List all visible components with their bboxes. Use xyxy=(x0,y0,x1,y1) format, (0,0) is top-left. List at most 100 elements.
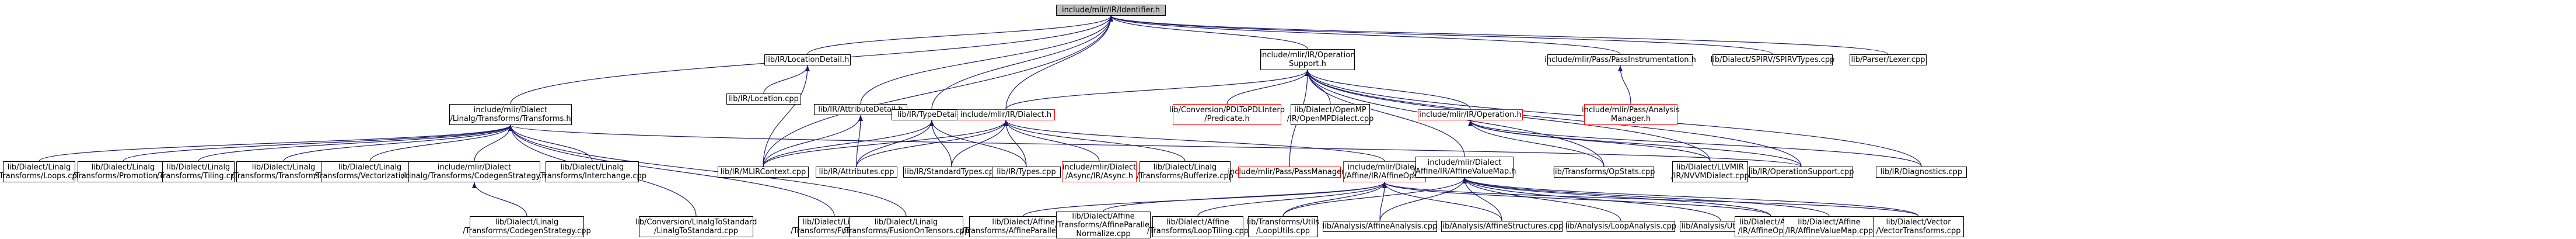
edge-mlircontext-to-irdialect xyxy=(763,120,1008,167)
node-label: lib/Dialect/SPIRV/SPIRVTypes.cpp xyxy=(1710,56,1835,64)
node-tiling-cpp[interactable]: lib/Dialect/Linalg /Transforms/Tiling.cp… xyxy=(157,161,240,182)
node-affine-parallel-normalize-cpp[interactable]: lib/Dialect/Affine /Transforms/AffinePar… xyxy=(1055,212,1152,238)
node-type-detail-h[interactable]: lib/IR/TypeDetail.h xyxy=(892,109,972,120)
node-lexer-cpp[interactable]: lib/Parser/Lexer.cpp xyxy=(1850,54,1927,65)
node-operation-support-cpp[interactable]: lib/IR/OperationSupport.cpp xyxy=(1748,167,1854,178)
node-vector-transforms-cpp[interactable]: lib/Dialect/Vector /VectorTransforms.cpp xyxy=(1873,216,1964,237)
node-attributes-cpp[interactable]: lib/IR/Attributes.cpp xyxy=(816,167,897,178)
edge-opsupportcpp-to-operation xyxy=(1468,120,1802,167)
edge-pdltopdl-to-opsupport xyxy=(1226,70,1310,105)
node-spirv-types-cpp[interactable]: lib/Dialect/SPIRV/SPIRVTypes.cpp xyxy=(1710,54,1835,65)
edge-loopanalysis-to-affinevaluemaph xyxy=(1462,177,1621,221)
node-attribute-detail-h[interactable]: lib/IR/AttributeDetail.h xyxy=(814,104,907,115)
node-nvvm-dialect-cpp[interactable]: lib/Dialect/LLVMIR /IR/NVVMDialect.cpp xyxy=(1671,161,1749,182)
node-mlir-context-cpp[interactable]: lib/IR/MLIRContext.cpp xyxy=(718,167,809,178)
node-affine-analysis-cpp[interactable]: lib/Analysis/AffineAnalysis.cpp xyxy=(1323,221,1437,232)
node-vectorization-cpp[interactable]: lib/Dialect/Linalg /Transforms/Vectoriza… xyxy=(314,161,426,182)
edge-affineops-to-irdialect xyxy=(1004,120,1385,162)
edge-opsupportcpp-to-opsupport xyxy=(1305,70,1802,167)
node-linalg-to-standard-cpp[interactable]: lib/Conversion/LinalgToStandard /LinalgT… xyxy=(635,216,757,237)
node-label: lib/Dialect/Affine /Transforms/AffinePar… xyxy=(1055,212,1152,238)
node-label: lib/Dialect/Linalg /Transforms/Loops.cpp xyxy=(0,163,82,181)
edge-spirvtypes-to-root xyxy=(1109,15,1773,55)
edge-interchange-to-linalgtrans xyxy=(508,124,593,162)
edge-mlircontext-to-typedetail xyxy=(763,120,934,167)
node-diagnostics-cpp[interactable]: lib/IR/Diagnostics.cpp xyxy=(1876,167,1967,178)
node-async-h[interactable]: include/mlir/Dialect /Async/IR/Async.h xyxy=(1062,161,1137,182)
node-label: lib/IR/TypeDetail.h xyxy=(897,110,966,119)
node-operation-h[interactable]: include/mlir/IR/Operation.h xyxy=(1418,109,1523,120)
edge-typedetail-to-root xyxy=(931,15,1113,110)
node-label: include/mlir/IR/Dialect.h xyxy=(960,110,1052,119)
node-location-cpp[interactable]: lib/IR/Location.cpp xyxy=(726,93,801,105)
edge-locdetail-to-root xyxy=(807,15,1113,55)
node-interchange-cpp[interactable]: lib/Dialect/Linalg /Transforms/Interchan… xyxy=(538,161,646,182)
node-pass-manager-h[interactable]: include/mlir/Pass/PassManager.h xyxy=(1228,167,1351,178)
node-label: include/mlir/Dialect /Async/IR/Async.h xyxy=(1062,163,1137,181)
node-affine-ops-h[interactable]: include/mlir/Dialect /Affine/IR/AffineOp… xyxy=(1343,161,1426,182)
node-loop-tiling-cpp[interactable]: lib/Dialect/Affine /Transforms/LoopTilin… xyxy=(1147,216,1249,237)
node-pass-analysis-manager-h[interactable]: include/mlir/Pass/Analysis Manager.h xyxy=(1582,104,1680,125)
edge-mlircontext-to-root xyxy=(763,15,1113,167)
node-label: lib/Dialect/Affine /Transforms/AffinePar… xyxy=(962,218,1085,235)
edge-fusion-to-linalgtrans xyxy=(508,124,835,217)
node-types-cpp[interactable]: lib/IR/Types.cpp xyxy=(992,167,1061,178)
edge-looptiling-to-affineops xyxy=(1197,182,1387,217)
node-label: lib/Conversion/PDLToPDLInterp /Predicate… xyxy=(1169,106,1285,123)
node-label: include/mlir/Pass/Analysis Manager.h xyxy=(1582,106,1680,123)
edge-affineanalysis-to-affinevaluemaph xyxy=(1379,177,1467,221)
node-promotion-cpp[interactable]: lib/Dialect/Linalg /Transforms/Promotion… xyxy=(72,161,174,182)
node-label: lib/Dialect/Linalg /Transforms/Promotion… xyxy=(72,163,174,181)
node-pass-instrumentation-h[interactable]: include/mlir/Pass/PassInstrumentation.h xyxy=(1544,54,1696,65)
node-label: lib/Transforms/OpStats.cpp xyxy=(1553,168,1655,176)
node-label: lib/IR/Diagnostics.cpp xyxy=(1880,168,1963,176)
node-loop-utils-cpp[interactable]: lib/Transforms/Utils /LoopUtils.cpp xyxy=(1247,216,1319,237)
edge-diagnostics-to-operation xyxy=(1468,120,1922,167)
node-transforms-cpp[interactable]: lib/Dialect/Linalg /Transforms/Transform… xyxy=(231,161,336,182)
edge-opsupport-to-root xyxy=(1109,15,1308,50)
node-op-stats-cpp[interactable]: lib/Transforms/OpStats.cpp xyxy=(1553,167,1655,178)
node-location-detail-h[interactable]: lib/IR/LocationDetail.h xyxy=(764,54,851,65)
node-loop-analysis-cpp[interactable]: lib/Analysis/LoopAnalysis.cpp xyxy=(1565,221,1677,232)
node-operation-support-h[interactable]: include/mlir/IR/Operation Support.h xyxy=(1260,49,1355,70)
edge-affineparallelnorm-to-affineops xyxy=(1103,182,1387,212)
node-label: include/mlir/Dialect /Affine/IR/AffineOp… xyxy=(1344,163,1425,181)
node-label: lib/Dialect/Linalg /Transforms/Tiling.cp… xyxy=(156,163,240,181)
node-label: lib/Parser/Lexer.cpp xyxy=(1851,56,1925,64)
edge-passinstr-to-root xyxy=(1109,15,1621,55)
node-codegen-strategy-cpp[interactable]: lib/Dialect/Linalg /Transforms/CodegenSt… xyxy=(463,216,591,237)
node-codegen-strategy-h[interactable]: include/mlir/Dialect /Linalg/Transforms/… xyxy=(402,161,547,182)
edge-affinevaluemapcpp-to-affinevaluemaph xyxy=(1462,177,1830,217)
edge-loops-to-linalgtrans xyxy=(39,124,513,162)
node-linalg-transforms-h[interactable]: include/mlir/Dialect /Linalg/Transforms/… xyxy=(449,104,572,125)
node-label: lib/IR/OperationSupport.cpp xyxy=(1748,168,1854,176)
node-identifier-h[interactable]: include/mlir/IR/Identifier.h xyxy=(1056,5,1166,16)
edge-analysisutils-to-affinevaluemaph xyxy=(1462,177,1721,221)
node-label: lib/Analysis/LoopAnalysis.cpp xyxy=(1565,222,1677,231)
node-pdl-to-pdl-predicate-h[interactable]: lib/Conversion/PDLToPDLInterp /Predicate… xyxy=(1169,104,1285,125)
edge-opstats-to-operation xyxy=(1468,120,1605,167)
node-affine-value-map-cpp[interactable]: lib/Dialect/Affine /IR/AffineValueMap.cp… xyxy=(1784,216,1875,237)
edge-operation-to-opsupport xyxy=(1305,70,1471,110)
node-label: include/mlir/IR/Operation.h xyxy=(1419,110,1522,119)
node-label: lib/Dialect/OpenMP /IR/OpenMPDialect.cpp xyxy=(1287,106,1374,123)
node-label: lib/Analysis/AffineAnalysis.cpp xyxy=(1322,222,1438,231)
node-label: lib/Dialect/Linalg /Transforms/Bufferize… xyxy=(1137,163,1233,181)
node-ir-dialect-h[interactable]: include/mlir/IR/Dialect.h xyxy=(957,109,1055,120)
node-affine-value-map-h[interactable]: include/mlir/Dialect /Affine/IR/AffineVa… xyxy=(1413,157,1516,178)
edge-types-to-irdialect xyxy=(1004,120,1027,167)
edge-tiling-to-linalgtrans xyxy=(198,124,513,162)
node-openmp-dialect-cpp[interactable]: lib/Dialect/OpenMP /IR/OpenMPDialect.cpp xyxy=(1287,104,1373,125)
node-label: include/mlir/Dialect /Affine/IR/AffineVa… xyxy=(1413,158,1516,176)
node-affine-structures-cpp[interactable]: lib/Analysis/AffineStructures.cpp xyxy=(1441,221,1563,232)
edge-irdialect-to-opsupport xyxy=(1005,70,1310,110)
node-label: lib/IR/LocationDetail.h xyxy=(766,56,850,64)
node-loops-cpp[interactable]: lib/Dialect/Linalg /Transforms/Loops.cpp xyxy=(0,161,82,182)
edge-affineopscpp-to-affineops xyxy=(1382,182,1771,217)
node-fusion-on-tensors-cpp[interactable]: lib/Dialect/Linalg /Transforms/FusionOnT… xyxy=(843,216,969,237)
edge-attributes-to-irdialect xyxy=(856,120,1008,167)
node-standard-types-cpp[interactable]: lib/IR/StandardTypes.cpp xyxy=(903,167,1000,178)
node-label: lib/IR/MLIRContext.cpp xyxy=(720,168,806,176)
node-label: lib/IR/Attributes.cpp xyxy=(819,168,894,176)
node-bufferize-cpp[interactable]: lib/Dialect/Linalg /Transforms/Bufferize… xyxy=(1137,161,1233,182)
